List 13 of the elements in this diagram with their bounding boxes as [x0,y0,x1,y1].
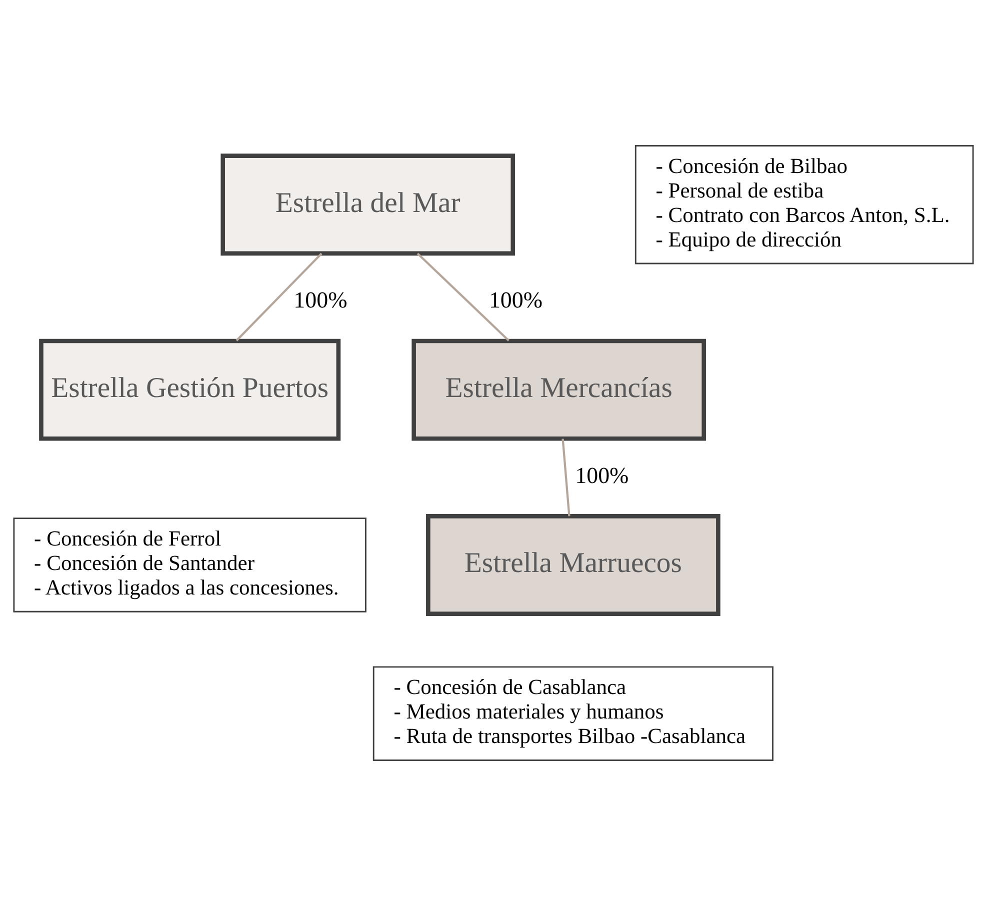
connector [562,438,570,516]
edge-label: 100% [575,462,629,488]
node-box: - Concesión de Bilbao - Personal de estiba - Contrato con Barcos Anton, S.L. - Equipo de dirección [634,145,974,264]
connector [236,252,322,342]
node-box: - Concesión de Casablanca - Medios materiales y humanos - Ruta de transportes Bilbao -Casablanca [372,666,774,761]
node-box: Estrella Marruecos [426,514,720,616]
node-box: Estrella del Mar [220,154,516,256]
edge-label: 100% [294,288,348,313]
edge-label: 100% [488,288,543,313]
node-box: Estrella Gestión Puertos [39,338,341,441]
node-box: Estrella Mercancías [412,338,706,441]
node-box: - Concesión de Ferrol - Concesión de Santander - Activos ligados a las concesiones. [13,518,366,612]
connector [416,252,510,342]
